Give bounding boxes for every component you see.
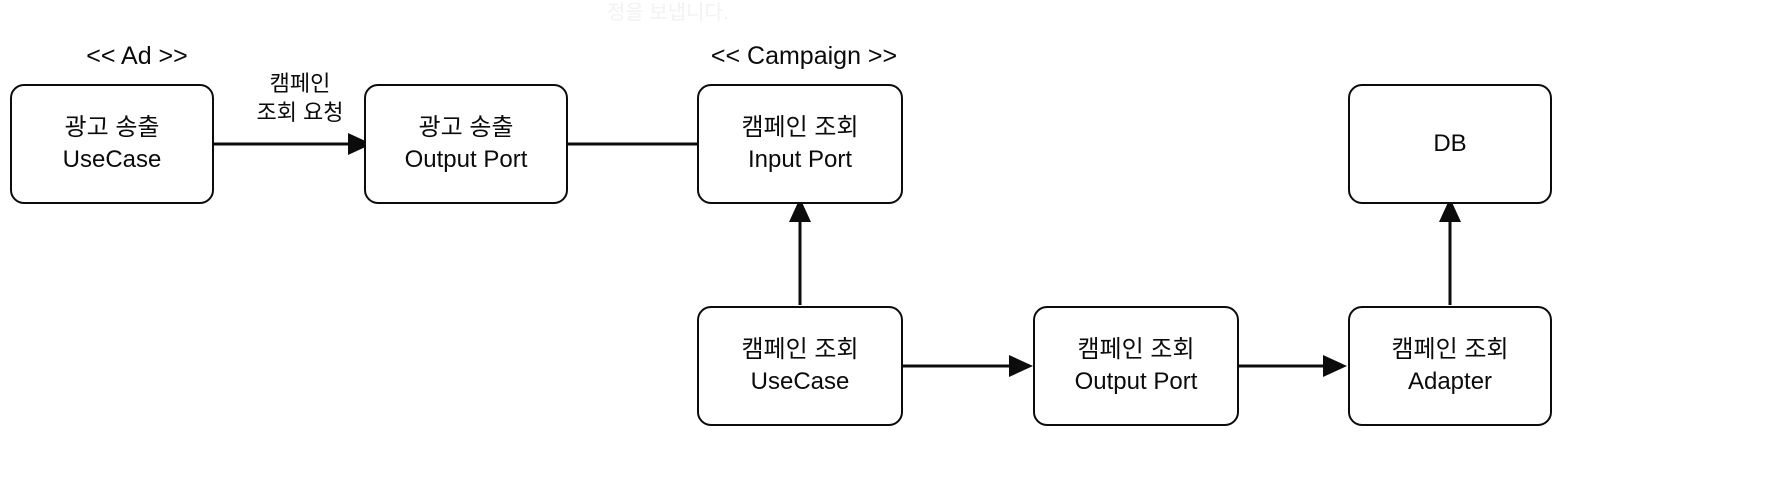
node-campaign-input-port[interactable]: 캠페인 조회 Input Port (697, 84, 903, 204)
edge-ad-usecase-to-output-port (214, 133, 372, 155)
node-campaign-output-port[interactable]: 캠페인 조회 Output Port (1033, 306, 1239, 426)
node-ad-usecase[interactable]: 광고 송출 UseCase (10, 84, 214, 204)
node-campaign-output-port-line1: 캠페인 조회 (1077, 336, 1195, 364)
node-campaign-usecase[interactable]: 캠페인 조회 UseCase (697, 306, 903, 426)
node-campaign-output-port-line2: Output Port (1074, 368, 1198, 395)
node-campaign-input-port-line2: Input Port (747, 146, 853, 173)
node-campaign-adapter[interactable]: 캠페인 조회 Adapter (1348, 306, 1552, 426)
node-campaign-input-port-line1: 캠페인 조회 (741, 114, 859, 142)
node-campaign-adapter-line1: 캠페인 조회 (1391, 336, 1509, 364)
node-ad-output-port[interactable]: 광고 송출 Output Port (364, 84, 568, 204)
edge-label-line1: 캠페인 (269, 71, 331, 96)
node-campaign-usecase-line2: UseCase (750, 368, 850, 395)
edge-campaign-adapter-to-db (1439, 198, 1461, 305)
edge-campaign-usecase-to-output-port (903, 355, 1033, 377)
stereotype-campaign: << Campaign >> (710, 42, 898, 70)
watermark-text: 정을 보냅니다. (607, 2, 729, 24)
edge-campaign-output-port-to-adapter (1238, 355, 1347, 377)
node-ad-output-port-line2: Output Port (404, 146, 528, 173)
edge-label-line2: 조회 요청 (256, 99, 344, 125)
node-ad-usecase-line2: UseCase (62, 146, 162, 173)
node-db-line1: DB (1433, 130, 1467, 158)
edge-label-campaign-query-request: 캠페인 조회 요청 (232, 70, 368, 127)
node-ad-output-port-line1: 광고 송출 (418, 114, 514, 142)
node-ad-usecase-line1: 광고 송출 (64, 114, 160, 142)
node-db[interactable]: DB (1348, 84, 1552, 204)
stereotype-ad: << Ad >> (86, 42, 188, 70)
node-campaign-adapter-line2: Adapter (1407, 368, 1493, 395)
node-campaign-usecase-line1: 캠페인 조회 (741, 336, 859, 364)
edge-campaign-usecase-to-input-port (789, 198, 811, 305)
